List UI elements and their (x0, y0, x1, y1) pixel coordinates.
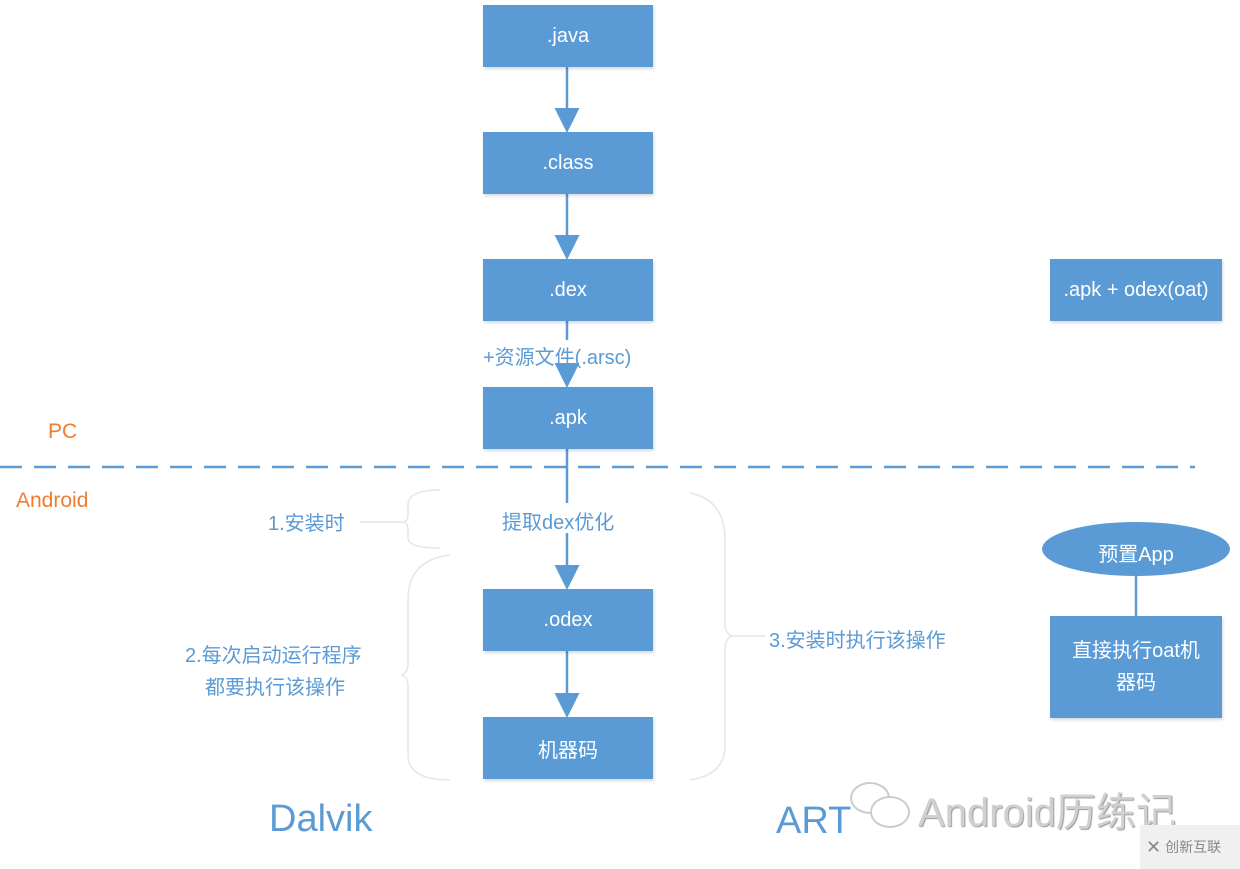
android-zone-label: Android (16, 489, 89, 512)
machine-code-box: 机器码 (483, 717, 653, 779)
pc-zone-label: PC (48, 420, 78, 443)
preinstalled-app-ellipse (1042, 522, 1230, 576)
logo-text: 创新互联 (1165, 839, 1222, 855)
apk-odex-box: .apk + odex(oat) (1050, 259, 1222, 321)
apk-label: .apk (549, 406, 587, 429)
machine-code-label: 机器码 (538, 739, 598, 762)
apk-box: .apk (483, 387, 653, 449)
odex-box: .odex (483, 589, 653, 651)
preinstalled-app-label: 预置App (1098, 544, 1174, 566)
logo-icon: ✕ (1146, 836, 1162, 857)
art-title: ART (776, 800, 852, 842)
brace-install (401, 489, 441, 549)
wechat-icon (850, 782, 910, 832)
class-label: .class (542, 151, 594, 174)
art-install-label: 3.安装时执行该操作 (769, 630, 946, 652)
watermark-logo: ✕ 创新互联 (1140, 825, 1240, 869)
class-box: .class (483, 132, 653, 194)
brace-art (689, 492, 733, 781)
each-launch-line1: 2.每次启动运行程序 (185, 645, 362, 667)
install-time-label: 1.安装时 (268, 513, 345, 535)
direct-exec-box: 直接执行oat机 器码 (1050, 616, 1222, 718)
apk-odex-label: .apk + odex(oat) (1063, 278, 1209, 301)
brace-each-launch (400, 554, 451, 781)
watermark-text: Android历练记 (918, 791, 1176, 835)
dalvik-title: Dalvik (269, 798, 373, 840)
direct-exec-line2: 器码 (1116, 672, 1156, 694)
dex-box: .dex (483, 259, 653, 321)
each-launch-line2: 都要执行该操作 (205, 677, 345, 699)
direct-exec-line1: 直接执行oat机 (1072, 640, 1200, 662)
java-box: .java (483, 5, 653, 67)
extract-dex-label: 提取dex优化 (502, 512, 615, 534)
each-launch-label: 2.每次启动运行程序 都要执行该操作 (185, 640, 362, 704)
dex-label: .dex (549, 278, 587, 301)
java-label: .java (546, 24, 590, 47)
resources-label: +资源文件(.arsc) (483, 347, 632, 369)
odex-label: .odex (543, 608, 593, 631)
